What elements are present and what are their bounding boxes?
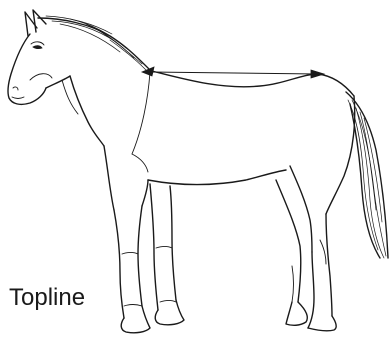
- horse-neck: [70, 76, 104, 146]
- figure-caption: Topline: [9, 284, 85, 312]
- horse-belly: [148, 170, 286, 185]
- horse-mane: [38, 16, 150, 70]
- horse-tail: [346, 92, 388, 258]
- horse-forelegs: [104, 72, 184, 333]
- horse-hind-legs: [276, 96, 355, 331]
- topline-indicator: [142, 67, 354, 96]
